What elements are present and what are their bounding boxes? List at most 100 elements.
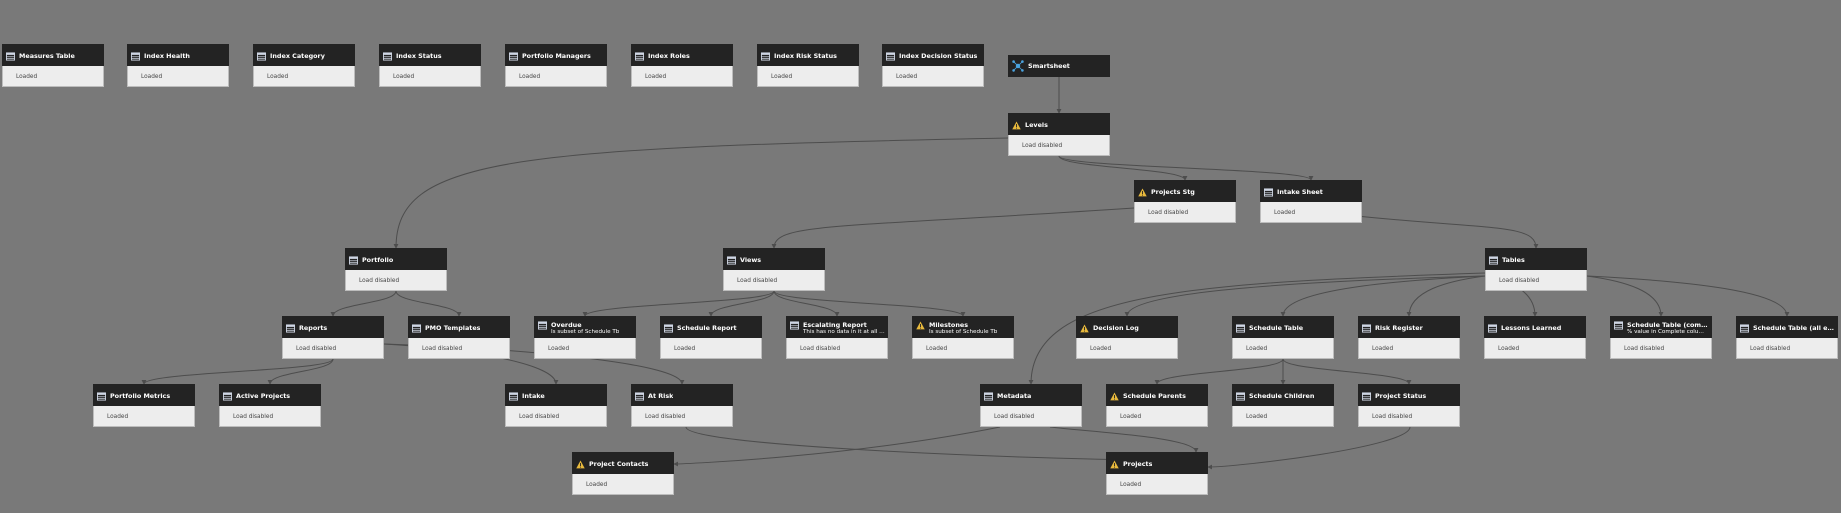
node-status: Load disabled (505, 406, 607, 427)
node-title: Reports (299, 324, 328, 332)
node-status: Load disabled (345, 270, 447, 291)
node-title: Intake Sheet (1277, 188, 1323, 196)
edge-tables-to-decision-log (1124, 275, 1486, 317)
node-header: Views (723, 248, 825, 270)
node-header: Metadata (980, 384, 1082, 406)
table-icon (664, 324, 673, 333)
table-icon (1362, 324, 1371, 333)
edge-tables-to-schedule-table-complete (1586, 275, 1664, 317)
node-status: Loaded (1076, 338, 1178, 359)
node-subtitle: Is subset of Schedule Tb (551, 329, 620, 335)
node-header: Index Risk Status (757, 44, 859, 66)
edge-views-to-milestones (773, 290, 966, 317)
edge-reports-to-portfolio-metrics (141, 358, 334, 385)
node-header: Index Category (253, 44, 355, 66)
node-schedule-table-complete[interactable]: Schedule Table (complete e...% value in … (1610, 316, 1712, 359)
node-status: Load disabled (1610, 338, 1712, 359)
node-header: Schedule Table (all errors) (1736, 316, 1838, 338)
node-status: Loaded (660, 338, 762, 359)
edge-views-to-schedule-report (708, 290, 775, 317)
node-title: Portfolio Metrics (110, 392, 171, 400)
node-smartsheet[interactable]: Smartsheet (1008, 55, 1110, 77)
node-header: Portfolio (345, 248, 447, 270)
table-icon (761, 52, 770, 61)
table-icon (1264, 188, 1273, 197)
node-header: Project Contacts (572, 452, 674, 474)
node-status: Loaded (534, 338, 636, 359)
edge-at-risk-to-projects (685, 426, 1158, 463)
node-status: Load disabled (408, 338, 510, 359)
node-header: Reports (282, 316, 384, 338)
node-status: Loaded (2, 66, 104, 87)
node-title: Tables (1502, 256, 1525, 264)
table-icon (790, 321, 799, 330)
node-header: Intake Sheet (1260, 180, 1362, 202)
node-title: Schedule Children (1249, 392, 1315, 400)
node-header: Intake (505, 384, 607, 406)
node-title: Schedule Parents (1123, 392, 1186, 400)
edge-reports-to-active-projects (267, 358, 334, 385)
node-status: Loaded (1106, 474, 1208, 495)
node-subtitle: Is subset of Schedule Tb (929, 329, 998, 335)
node-title: Index Category (270, 52, 325, 60)
node-title: Measures Table (19, 52, 75, 60)
node-status: Load disabled (282, 338, 384, 359)
edge-metadata-to-project-contacts (673, 426, 1001, 467)
table-icon (1614, 321, 1623, 330)
table-icon (1362, 392, 1371, 401)
edge-metadata-to-projects (1049, 426, 1199, 453)
warning-icon (916, 321, 925, 330)
node-status: Load disabled (1134, 202, 1236, 223)
table-icon (1489, 256, 1498, 265)
node-status: Load disabled (980, 406, 1082, 427)
table-icon (635, 52, 644, 61)
node-status: Load disabled (1358, 406, 1460, 427)
node-header: Index Health (127, 44, 229, 66)
node-header: Decision Log (1076, 316, 1178, 338)
edge-tables-to-risk-register (1406, 275, 1486, 317)
node-header: Index Roles (631, 44, 733, 66)
node-schedule-table-errors[interactable]: Schedule Table (all errors)Load disabled (1736, 316, 1838, 359)
edge-views-to-overdue (582, 290, 775, 317)
node-status: Loaded (1358, 338, 1460, 359)
node-header: Schedule Children (1232, 384, 1334, 406)
node-title: PMO Templates (425, 324, 481, 332)
node-status: Load disabled (631, 406, 733, 427)
